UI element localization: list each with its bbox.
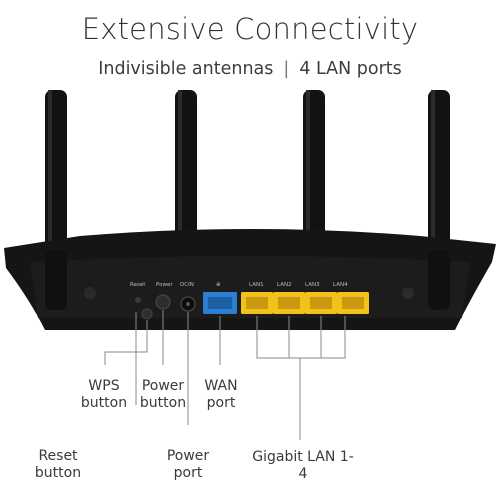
wan-label: ⊕ bbox=[216, 282, 221, 288]
power-label: Power bbox=[156, 282, 173, 288]
subline-separator: | bbox=[283, 59, 290, 79]
power-button bbox=[155, 294, 171, 310]
callout-gigabit-lan: Gigabit LAN 1-4 bbox=[252, 449, 354, 482]
subline-antennas: Indivisible antennas bbox=[98, 59, 274, 79]
wps-button bbox=[141, 308, 153, 320]
lan3-label: LAN3 bbox=[305, 282, 320, 288]
lan4-label: LAN4 bbox=[333, 282, 348, 288]
lan1-label: LAN1 bbox=[249, 282, 264, 288]
router-body bbox=[4, 229, 496, 330]
subline-lan-ports: 4 LAN ports bbox=[299, 59, 402, 79]
subline: Indivisible antennas | 4 LAN ports bbox=[0, 59, 500, 79]
rear-ports bbox=[135, 292, 369, 320]
leader-lines bbox=[104, 310, 346, 440]
reset-label: Reset bbox=[130, 282, 146, 288]
lan2-label: LAN2 bbox=[277, 282, 292, 288]
reset-hole bbox=[135, 297, 141, 303]
headline: Extensive Connectivity bbox=[81, 12, 419, 46]
dcin-label: DCIN bbox=[180, 282, 194, 288]
